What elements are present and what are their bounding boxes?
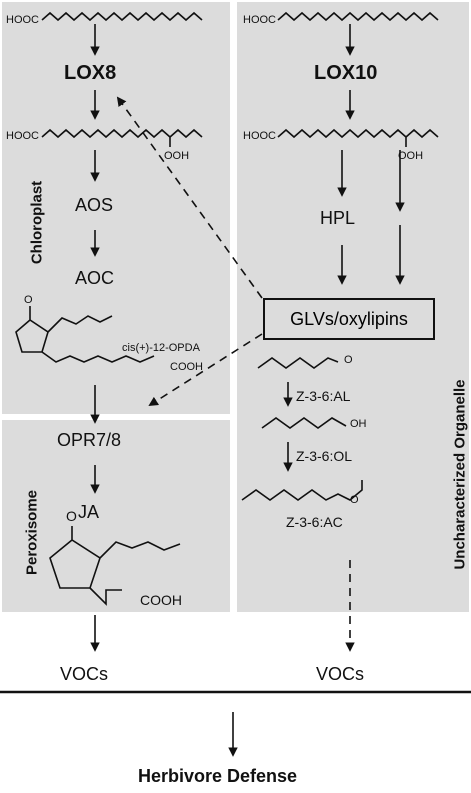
ja-ketone-o: O	[66, 508, 77, 524]
ja-cooh: COOH	[140, 592, 182, 608]
aoc-label: AOC	[75, 268, 115, 288]
ac-ester-o: O	[350, 494, 359, 506]
ol-structure	[261, 417, 347, 429]
ja-ring	[49, 526, 181, 606]
ol-oh: OH	[350, 418, 367, 430]
lox10-label: LOX10	[314, 62, 378, 84]
herbivore-defense-label: Herbivore Defense	[138, 766, 298, 786]
left-substrate-label: HOOC	[6, 14, 39, 26]
ac-label: Z-3-6:AC	[286, 514, 343, 530]
peroxisome-panel	[2, 420, 230, 612]
left-substrate-chain	[41, 11, 203, 22]
al-aldehyde-o: O	[344, 354, 353, 366]
left-product-label: HOOC	[6, 130, 39, 142]
al-label: Z-3-6:AL	[296, 388, 351, 404]
left-vocs-label: VOCs	[60, 664, 109, 684]
al-structure	[257, 357, 339, 369]
right-product-chain	[277, 128, 439, 147]
ol-label: Z-3-6:OL	[296, 448, 353, 464]
hpl-label: HPL	[320, 208, 356, 228]
peroxisome-label: Peroxisome	[23, 489, 41, 576]
opr78-label: OPR7/8	[57, 430, 122, 450]
right-vocs-label: VOCs	[316, 664, 365, 684]
opda-cooh: COOH	[170, 361, 203, 373]
opda-label: cis(+)-12-OPDA	[122, 342, 200, 354]
chloroplast-panel	[2, 2, 230, 414]
left-product-ooh: OOH	[164, 150, 190, 162]
aos-label: AOS	[75, 195, 114, 215]
opda-ring	[15, 306, 155, 363]
uncharacterized-organelle-label: Uncharacterized Organelle	[451, 379, 469, 570]
ac-structure	[241, 480, 363, 501]
opda-ketone-o: O	[24, 294, 33, 306]
glv-oxylipins-label: GLVs/oxylipins	[290, 308, 408, 329]
lox8-label: LOX8	[64, 62, 117, 84]
right-substrate-chain	[277, 11, 439, 22]
right-product-label: HOOC	[243, 130, 276, 142]
chloroplast-label: Chloroplast	[28, 180, 46, 265]
ja-label: JA	[78, 502, 100, 522]
right-product-ooh: OOH	[398, 150, 424, 162]
glv-oxylipins-box: GLVs/oxylipins	[263, 298, 435, 340]
right-substrate-label: HOOC	[243, 14, 276, 26]
left-product-chain	[41, 128, 203, 147]
